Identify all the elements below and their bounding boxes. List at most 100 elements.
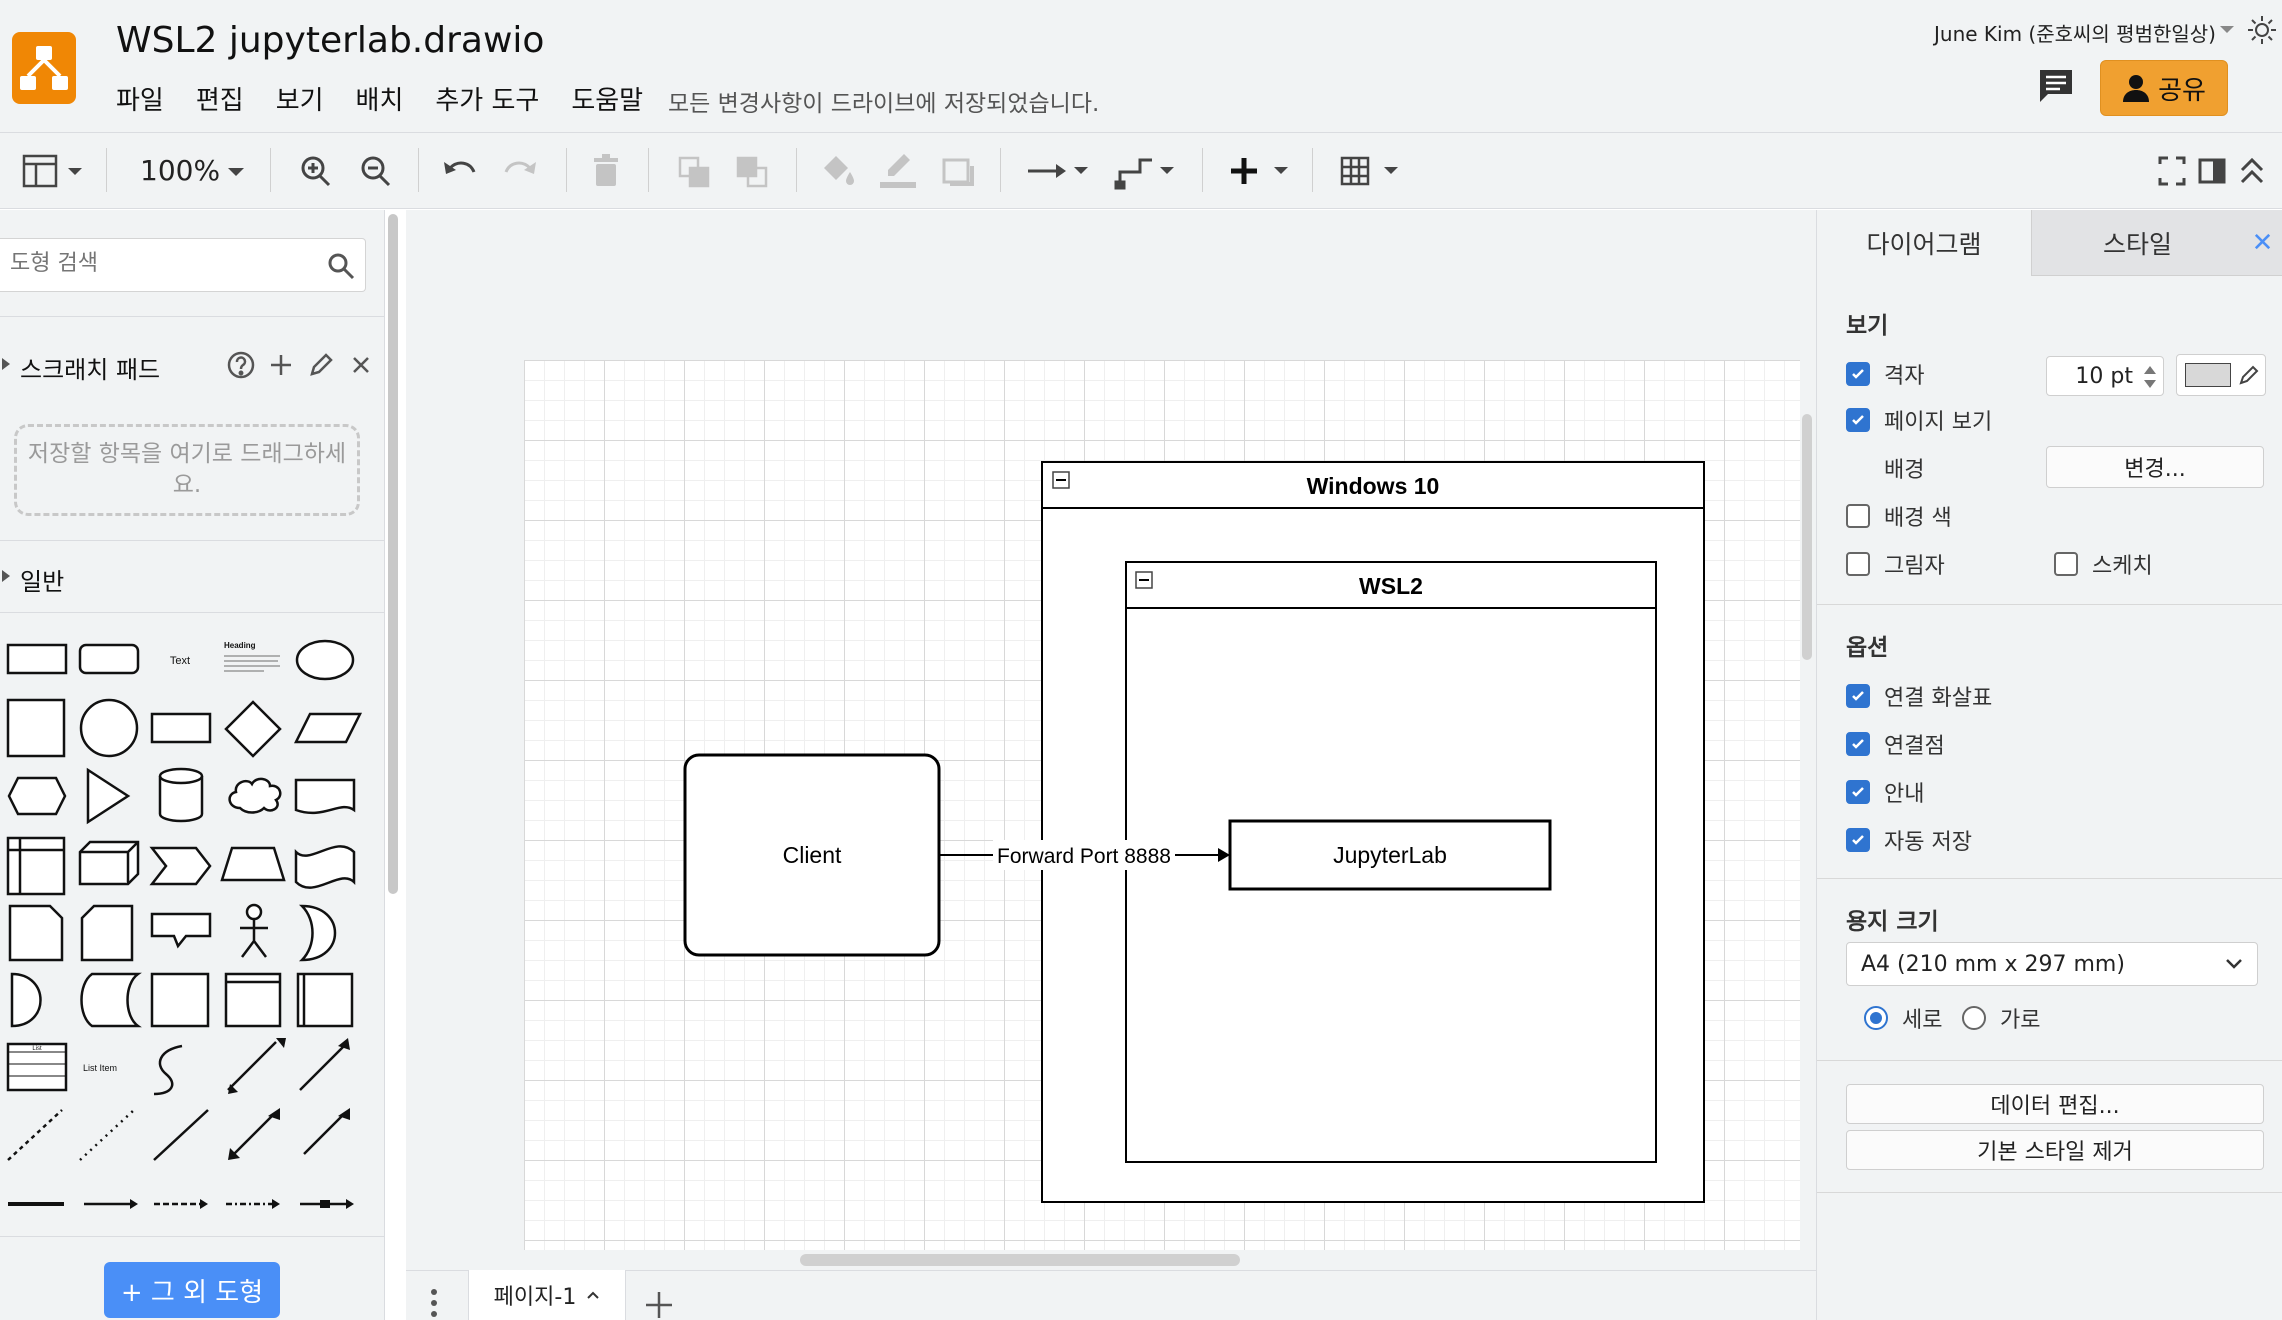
spinner-icon[interactable] — [2140, 360, 2160, 394]
container-shape[interactable] — [150, 972, 210, 1028]
zoom-out-icon[interactable] — [358, 152, 394, 190]
collapse-toggle-icon[interactable] — [1052, 471, 1070, 489]
process-shape[interactable] — [150, 712, 212, 744]
page-view-option[interactable]: 페이지 보기 — [1846, 404, 1992, 436]
landscape-option[interactable]: 가로 — [1962, 1002, 2040, 1034]
background-color-option[interactable]: 배경 색 — [1846, 500, 1952, 532]
sun-icon[interactable] — [2246, 14, 2278, 46]
actor-shape[interactable] — [240, 903, 268, 958]
cylinder-shape[interactable] — [158, 767, 204, 823]
hexagon-shape[interactable] — [7, 776, 67, 816]
collapse-toggle-icon[interactable] — [1135, 571, 1153, 589]
user-name[interactable]: June Kim (준호씨의 평범한일상) — [1934, 22, 2216, 46]
double-arrow-line-shape[interactable] — [233, 1113, 275, 1155]
menu-help[interactable]: 도움말 — [571, 86, 644, 116]
note-shape[interactable] — [8, 904, 64, 962]
menu-file[interactable]: 파일 — [116, 86, 164, 116]
chevron-up-icon[interactable] — [586, 1290, 600, 1300]
add-page-icon[interactable] — [644, 1290, 674, 1320]
zoom-level[interactable]: 100% — [140, 154, 221, 187]
text-shape[interactable]: Text — [170, 655, 190, 667]
rectangle-shape[interactable] — [6, 643, 68, 675]
chevron-down-icon[interactable] — [2218, 24, 2236, 36]
table-icon[interactable] — [1338, 152, 1404, 190]
change-background-button[interactable]: 변경... — [2046, 446, 2264, 488]
pages-menu-icon[interactable] — [428, 1286, 440, 1320]
page-view-checkbox[interactable] — [1846, 408, 1870, 432]
format-toggle-icon[interactable] — [2196, 152, 2228, 190]
shadow-option[interactable]: 그림자 — [1846, 548, 1945, 580]
bidirectional-arrow-shape[interactable] — [227, 1041, 277, 1091]
triangle-shape[interactable] — [86, 767, 131, 825]
collapse-arrow-icon[interactable] — [0, 356, 12, 372]
close-icon[interactable] — [346, 350, 376, 380]
close-icon[interactable]: ✕ — [2243, 210, 2282, 276]
vertical-swimlane-shape[interactable] — [296, 972, 354, 1028]
client-node[interactable]: Client — [683, 753, 941, 957]
help-icon[interactable] — [226, 350, 256, 380]
arrow-shape[interactable] — [299, 1041, 349, 1091]
autosave-checkbox[interactable] — [1846, 828, 1870, 852]
horizontal-scrollbar[interactable] — [800, 1254, 1240, 1266]
edit-data-button[interactable]: 데이터 편집... — [1846, 1084, 2264, 1124]
fullscreen-icon[interactable] — [2156, 152, 2188, 190]
comments-icon[interactable] — [2036, 66, 2076, 106]
or-shape[interactable] — [298, 904, 337, 962]
portrait-radio[interactable] — [1864, 1006, 1888, 1030]
guides-option[interactable]: 안내 — [1846, 776, 1924, 808]
line-shape[interactable] — [153, 1109, 209, 1161]
add-icon[interactable] — [266, 350, 296, 380]
grid-checkbox[interactable] — [1846, 362, 1870, 386]
connection-points-checkbox[interactable] — [1846, 732, 1870, 756]
sketch-checkbox[interactable] — [2054, 552, 2078, 576]
scratchpad-drop-area[interactable]: 저장할 항목을 여기로 드래그하세요. — [14, 424, 360, 516]
document-shape[interactable] — [294, 778, 356, 815]
connection-arrows-option[interactable]: 연결 화살표 — [1846, 680, 1992, 712]
more-shapes-button[interactable]: + 그 외 도형 — [104, 1262, 280, 1318]
step-shape[interactable] — [149, 846, 212, 886]
portrait-option[interactable]: 세로 — [1864, 1002, 1942, 1034]
callout-shape[interactable] — [150, 912, 212, 949]
dashed-line-shape[interactable] — [7, 1109, 63, 1161]
grid-color-button[interactable] — [2176, 354, 2266, 396]
page-tab[interactable]: 페이지-1 — [468, 1270, 626, 1320]
shadow-checkbox[interactable] — [1846, 552, 1870, 576]
insert-icon[interactable] — [1228, 152, 1294, 190]
forward-port-edge[interactable]: Forward Port 8888 — [939, 840, 1230, 870]
edit-pencil-icon[interactable] — [306, 350, 336, 380]
clear-default-style-button[interactable]: 기본 스타일 제거 — [1846, 1130, 2264, 1170]
guides-checkbox[interactable] — [1846, 780, 1870, 804]
list-item-shape[interactable]: List Item — [83, 1063, 117, 1073]
parallelogram-shape[interactable] — [293, 712, 363, 744]
menu-view[interactable]: 보기 — [275, 86, 324, 116]
document-title[interactable]: WSL2 jupyterlab.drawio — [116, 20, 545, 61]
dotted-line-shape[interactable] — [79, 1109, 135, 1161]
sketch-option[interactable]: 스케치 — [2054, 548, 2153, 580]
zoom-dropdown-icon[interactable] — [226, 152, 246, 190]
collapse-icon[interactable] — [2236, 152, 2268, 190]
search-input[interactable] — [10, 251, 310, 276]
data-storage-shape[interactable] — [80, 972, 142, 1028]
collapse-arrow-icon[interactable] — [0, 568, 12, 584]
menu-edit[interactable]: 편집 — [195, 86, 244, 116]
trapezoid-shape[interactable] — [220, 846, 286, 882]
background-color-checkbox[interactable] — [1846, 504, 1870, 528]
circle-shape[interactable] — [79, 698, 139, 758]
tab-diagram[interactable]: 다이어그램 — [1817, 210, 2031, 276]
format-panel-icon[interactable] — [20, 152, 90, 190]
card-shape[interactable] — [80, 904, 134, 962]
grid-option[interactable]: 격자 — [1846, 358, 1924, 390]
save-status[interactable]: 모든 변경사항이 드라이브에 저장되었습니다. — [668, 91, 1100, 117]
paper-size-select[interactable]: A4 (210 mm x 297 mm) — [1846, 942, 2258, 986]
directional-line-shape[interactable] — [303, 1113, 345, 1155]
connection-arrow-icon[interactable] — [1026, 152, 1092, 190]
autosave-option[interactable]: 자동 저장 — [1846, 824, 1972, 856]
internal-storage-shape[interactable] — [6, 836, 66, 896]
undo-icon[interactable] — [440, 152, 480, 190]
delay-shape[interactable] — [10, 972, 42, 1028]
tab-style[interactable]: 스타일 — [2031, 210, 2243, 276]
diamond-shape[interactable] — [224, 700, 282, 758]
vertical-scrollbar[interactable] — [1802, 414, 1812, 660]
waypoints-icon[interactable] — [1114, 152, 1180, 190]
zoom-in-icon[interactable] — [298, 152, 334, 190]
